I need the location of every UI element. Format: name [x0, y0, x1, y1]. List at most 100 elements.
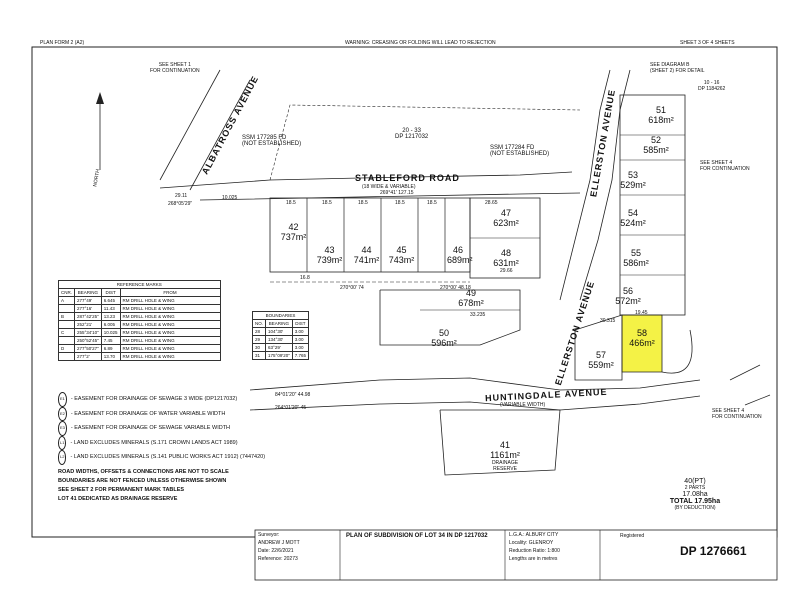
legend-symbol: L2: [58, 450, 67, 465]
note-line: SEE SHEET 2 FOR PERMANENT MARK TABLES: [58, 487, 185, 493]
boundary-cell: 29: [251, 335, 267, 344]
boundary-cell: 7.765: [291, 351, 310, 360]
dim-e: 19.45: [635, 310, 648, 316]
boundary-cell: 31: [251, 351, 267, 360]
boundary-cell: 28: [251, 327, 267, 336]
ref-mark-cell: 6.89: [100, 344, 121, 353]
plan-notes: ROAD WIDTHS, OFFSETS & CONNECTIONS ARE N…: [58, 468, 229, 504]
boundary-cell: 63°29': [265, 343, 293, 352]
ref-mark-cell: 277°49': [74, 296, 102, 305]
legend-item: L2- LAND EXCLUDES MINERALS (S.141 PUBLIC…: [58, 450, 265, 465]
ref-mark-cell: 11.43: [100, 304, 121, 313]
dim-a: 29.66: [500, 268, 513, 274]
legend-text: - LAND EXCLUDES MINERALS (S.141 PUBLIC W…: [70, 454, 266, 460]
sheet-number: SHEET 3 OF 4 SHEETS: [680, 40, 735, 46]
legend-item: L1- LAND EXCLUDES MINERALS (S.171 CROWN …: [58, 435, 265, 450]
legend-text: - EASEMENT FOR DRAINAGE OF SEWAGE VARIAB…: [70, 425, 231, 431]
dim-s1: 18.5: [286, 200, 296, 206]
dim-line2: 270°00' 48.18: [440, 285, 471, 291]
ref-mark-cell: RM DRILL HOLE & WING: [119, 328, 221, 337]
dim-s3: 18.5: [358, 200, 368, 206]
boundary-cell: 3.00: [291, 327, 310, 336]
ref-mark-cell: RM DRILL HOLE & WING: [119, 344, 221, 353]
legend-text: - EASEMENT FOR DRAINAGE OF SEWAGE 3 WIDE…: [70, 396, 238, 402]
dim-s2: 18.5: [322, 200, 332, 206]
callout-sheet4-a: SEE SHEET 4 FOR CONTINUATION: [700, 160, 750, 172]
boundary-cell: 104°30': [265, 327, 293, 336]
ref-mark-cell: [58, 320, 75, 329]
legend-text: - LAND EXCLUDES MINERALS (S.171 CROWN LA…: [70, 439, 238, 446]
ref-mark-cell: 277°16': [74, 304, 102, 313]
legend-item: E1- EASEMENT FOR DRAINAGE OF SEWAGE 3 WI…: [58, 392, 265, 407]
dp-number: DP 1276661: [680, 544, 747, 558]
ref-mark-cell: C: [58, 328, 75, 337]
note-line: BOUNDARIES ARE NOT FENCED UNLESS OTHERWI…: [58, 478, 227, 484]
road-huntingdale-sub: (VARIABLE WIDTH): [500, 402, 546, 408]
boundary-cell: 3.00: [291, 343, 310, 352]
dim-huntingdale-bearing: 264°01'20" 45: [275, 405, 307, 411]
lga-block: L.G.A.: ALBURY CITY Locality: GLENROY Re…: [509, 532, 560, 562]
ref-mark-cell: [58, 336, 75, 345]
road-stableford: STABLEFORD ROAD: [355, 173, 460, 183]
ref-mark-cell: 255°34'10": [74, 328, 102, 337]
ref-mark-cell: 6.005: [100, 320, 121, 329]
ref-mark-cell: 6.645: [100, 296, 121, 305]
dim-h: 10.025: [222, 195, 238, 201]
legend-symbol: E2: [58, 406, 67, 421]
ref-mark-cell: [58, 304, 75, 313]
ref-mark-cell: 252°21': [74, 320, 102, 329]
legend: E1- EASEMENT FOR DRAINAGE OF SEWAGE 3 WI…: [58, 392, 265, 465]
dim-north-line: 270°00' 74: [340, 285, 364, 291]
dim-c: 33.235: [470, 312, 486, 318]
boundary-cell: 175°09'20": [265, 351, 293, 360]
ref-mark-cell: [58, 352, 75, 361]
callout-sheet4-b: SEE SHEET 4 FOR CONTINUATION: [712, 408, 762, 420]
ref-marks-title: REFERENCE MARKS: [58, 280, 221, 289]
callout-diagram-b: SEE DIAGRAM B (SHEET 2) FOR DETAIL: [650, 62, 705, 74]
ref-mark-cell: A: [58, 296, 75, 305]
legend-symbol: E3: [58, 421, 67, 436]
ref-mark-cell: 13.70: [100, 352, 121, 361]
plan-title: PLAN OF SUBDIVISION OF LOT 34 IN DP 1217…: [346, 533, 488, 539]
ref-mark-cell: RM DRILL HOLE & WING: [119, 312, 221, 321]
legend-text: - EASEMENT FOR DRAINAGE OF WATER VARIABL…: [70, 410, 226, 417]
callout-dp-10-16: 10 - 16 DP 1184262: [698, 80, 726, 92]
ref-mark-cell: 250°52'45": [74, 336, 102, 345]
road-stableford-sub: (18 WIDE & VARIABLE): [362, 184, 416, 190]
dim-b: 28.65: [485, 200, 498, 206]
dim-stableford-bearing: 269°41' 127.15: [380, 190, 414, 196]
surveyor-block: Surveyor: ANDREW J MOTT Date: 22/6/2021 …: [258, 532, 300, 562]
legend-symbol: L1: [58, 435, 67, 450]
dim-s4: 18.5: [395, 200, 405, 206]
callout-dp-20-33: 20 - 33 DP 1217032: [395, 128, 429, 140]
boundary-cell: 3.00: [291, 335, 310, 344]
boundary-cell: 30: [251, 343, 267, 352]
dim-g2: 268°05'29": [168, 201, 193, 207]
dim-d: 30.315: [600, 318, 616, 324]
boundary-cell: 134°30': [265, 335, 293, 344]
ref-mark-cell: RM DRILL HOLE & WING: [119, 296, 221, 305]
